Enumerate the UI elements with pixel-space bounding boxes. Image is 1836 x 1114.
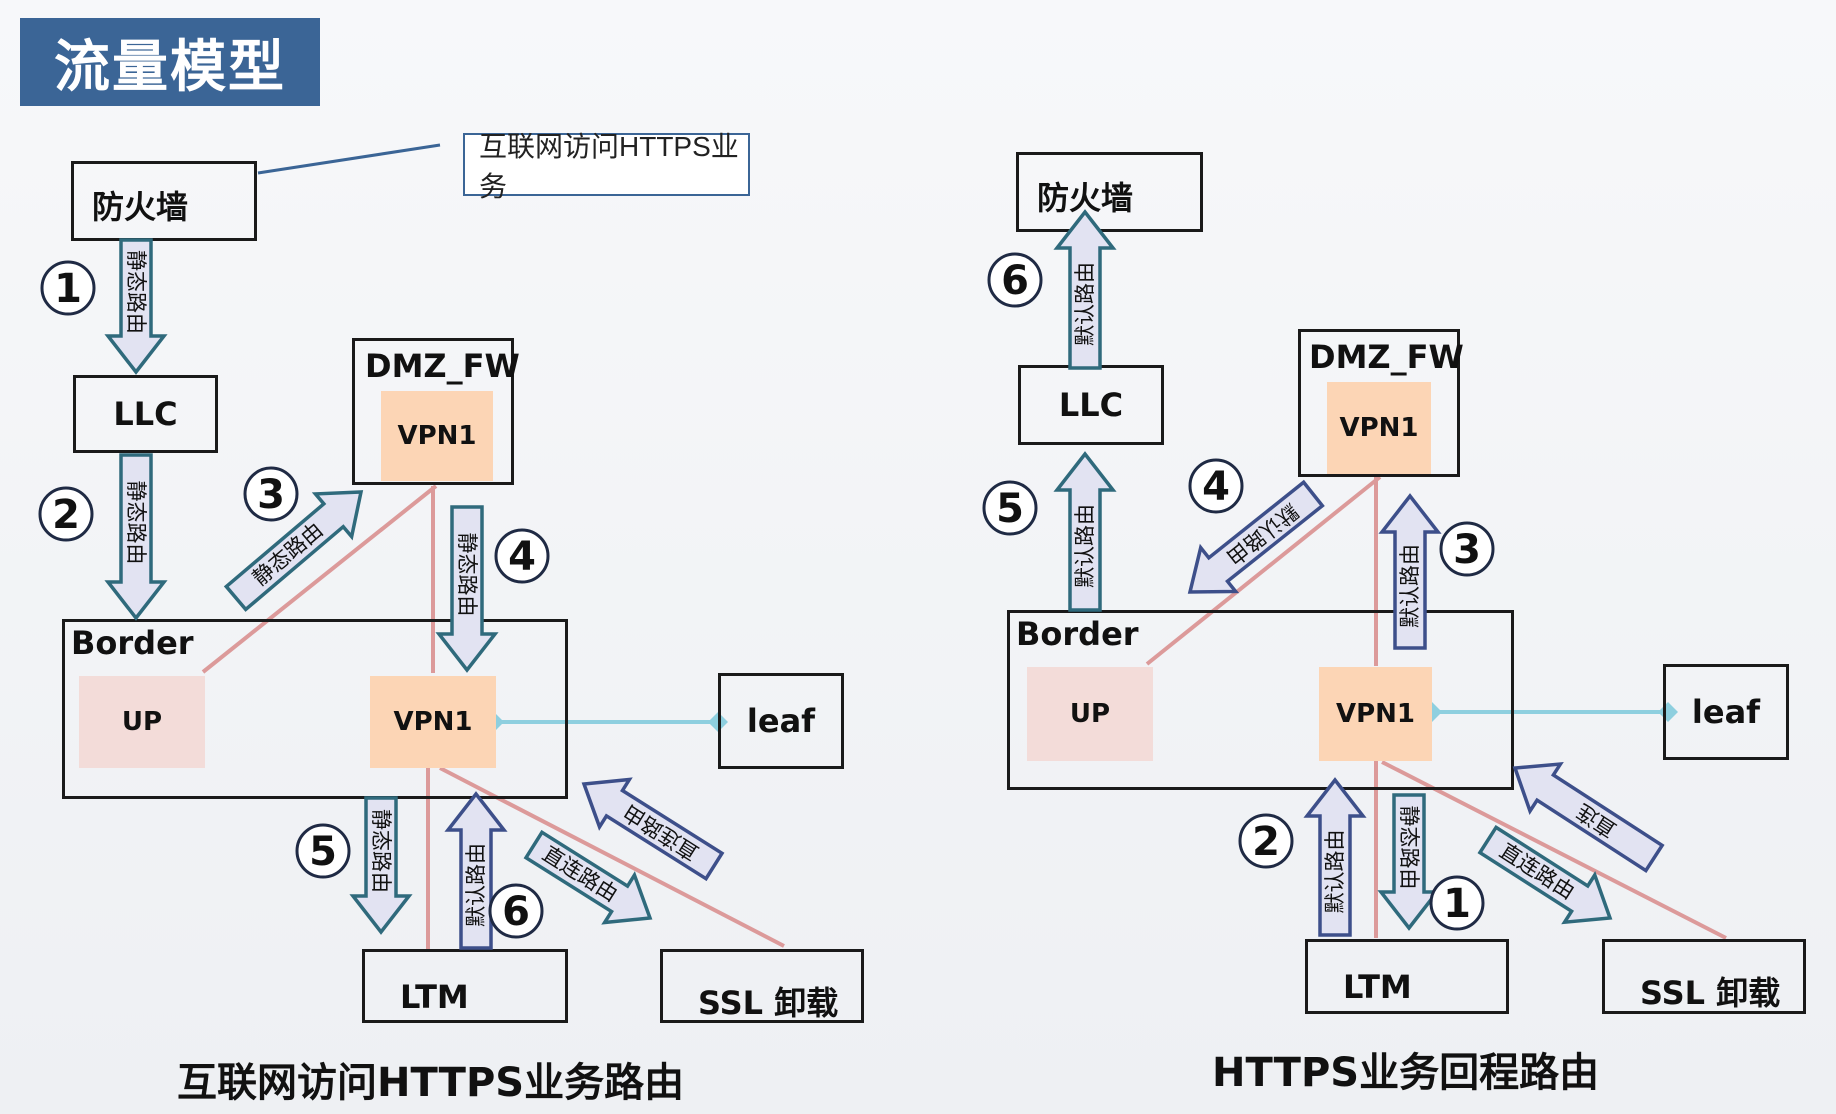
step-number: 6 xyxy=(502,889,530,935)
step-number: 1 xyxy=(1443,881,1471,927)
step-circle xyxy=(982,480,1038,536)
step-circle xyxy=(488,883,544,939)
leaf-label: leaf xyxy=(746,702,816,740)
link-vpn-ssl xyxy=(1381,760,1727,940)
dmz-fw-label: DMZ_FW xyxy=(365,347,520,385)
arrow-label: 静态路由 xyxy=(369,809,393,893)
callout-box: 互联网访问HTTPS业务 xyxy=(463,131,750,202)
llc-label: LLC xyxy=(113,395,178,433)
step-circle xyxy=(38,486,94,542)
ltm-label: LTM xyxy=(1343,968,1412,1006)
ltm-label: LTM xyxy=(400,978,469,1016)
step-number: 2 xyxy=(52,492,80,538)
route-arrow: 静态路由 xyxy=(1377,793,1441,931)
step-number: 3 xyxy=(1453,527,1481,573)
arrow-label: 默认路由 xyxy=(1222,499,1303,570)
up-node: UP xyxy=(1027,667,1153,761)
diagram-caption: HTTPS业务回程路由 xyxy=(1212,1050,1600,1096)
arrow-label: 静态路由 xyxy=(124,481,148,565)
border-label: Border xyxy=(71,624,194,662)
leaf-label: leaf xyxy=(1691,693,1761,731)
callout-line xyxy=(257,143,441,175)
llc-node: LLC xyxy=(73,375,218,453)
arrow-label: 静态路由 xyxy=(455,533,479,617)
arrow-label: 静态路由 xyxy=(1397,806,1421,890)
step-number: 1 xyxy=(54,266,82,312)
firewall-node: 防火墙 xyxy=(1016,152,1203,232)
up-node: UP xyxy=(79,676,205,768)
arrow-label: 静态路由 xyxy=(248,518,328,591)
ssl-label: SSL 卸载 xyxy=(698,984,839,1022)
step-circle xyxy=(295,823,351,879)
route-arrow: 默认路由 xyxy=(1053,451,1117,612)
step-number: 4 xyxy=(508,534,536,580)
arrow-label: 默认路由 xyxy=(1073,504,1097,588)
route-arrow: 静态路由 xyxy=(349,796,413,935)
link-up-dmz xyxy=(1145,475,1382,666)
leaf-node: leaf xyxy=(1663,664,1789,760)
arrow-label: 默认路由 xyxy=(1073,262,1097,346)
arrow-label: 默认路由 xyxy=(1323,830,1347,914)
border-vpn-node: VPN1 xyxy=(1319,667,1432,761)
arrow-label: 静态路由 xyxy=(124,250,148,334)
page-title: 流量模型 xyxy=(20,18,320,106)
ssl-node: SSL 卸载 xyxy=(660,949,864,1023)
route-arrow: 静态路由 xyxy=(104,238,168,375)
ltm-node: LTM xyxy=(1305,939,1509,1014)
step-number: 5 xyxy=(996,486,1024,532)
border-node: Border UP VPN1 xyxy=(62,619,568,799)
firewall-label: 防火墙 xyxy=(92,188,189,226)
route-arrow: 默认路由 xyxy=(1053,209,1117,370)
dmz-fw-node: DMZ_FW VPN1 xyxy=(352,338,520,485)
diagram-caption: 互联网访问HTTPS业务路由 xyxy=(177,1060,685,1106)
step-circle xyxy=(40,260,96,316)
border-label: Border xyxy=(1016,615,1139,653)
step-circle xyxy=(987,252,1043,308)
dmz-fw-label: DMZ_FW xyxy=(1309,338,1464,376)
step-circle xyxy=(494,528,550,584)
dmz-vpn-node: VPN1 xyxy=(381,391,493,481)
step-circle xyxy=(1238,813,1294,869)
leaf-node: leaf xyxy=(718,673,844,769)
step-circle xyxy=(1439,521,1495,577)
firewall-node: 防火墙 xyxy=(71,161,257,241)
step-number: 6 xyxy=(1001,258,1029,304)
step-number: 2 xyxy=(1252,819,1280,865)
route-arrow: 静态路由 xyxy=(104,453,168,621)
llc-label: LLC xyxy=(1058,386,1124,424)
ltm-node: LTM xyxy=(362,949,568,1023)
ssl-label: SSL 卸载 xyxy=(1640,974,1781,1012)
step-circle xyxy=(243,466,299,522)
route-arrow: 默认路由 xyxy=(1303,777,1367,937)
arrow-label: 默认路由 xyxy=(1398,544,1422,628)
border-node: Border UP VPN1 xyxy=(1007,610,1514,790)
step-number: 4 xyxy=(1202,464,1230,510)
step-number: 5 xyxy=(309,829,337,875)
border-vpn-node: VPN1 xyxy=(370,676,496,768)
arrow-label: 默认路由 xyxy=(464,843,488,927)
dmz-vpn-node: VPN1 xyxy=(1327,382,1431,474)
step-circle xyxy=(1429,875,1485,931)
route-arrow: 静态路由 xyxy=(435,505,499,673)
dmz-fw-node: DMZ_FW VPN1 xyxy=(1298,329,1464,477)
link-up-dmz xyxy=(201,484,438,674)
ssl-node: SSL 卸载 xyxy=(1602,939,1806,1014)
route-arrow: 静态路由 xyxy=(223,490,364,612)
step-number: 3 xyxy=(257,472,285,518)
route-arrow: 默认路由 xyxy=(1378,493,1442,650)
step-circle xyxy=(1188,458,1244,514)
